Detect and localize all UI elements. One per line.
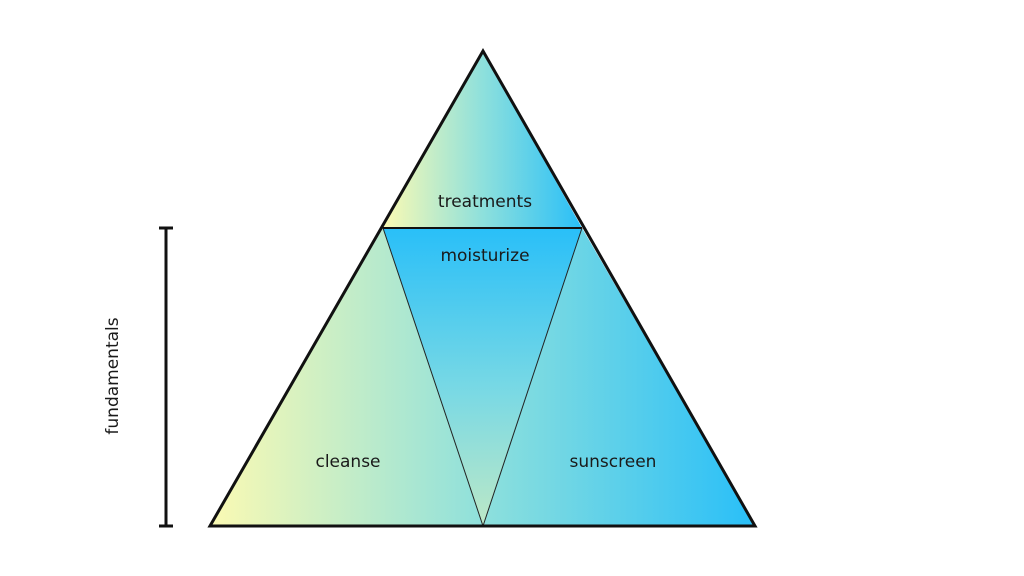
sunscreen-label: sunscreen bbox=[570, 452, 657, 472]
divider-left-diagonal bbox=[382, 227, 484, 527]
divider-right-diagonal bbox=[482, 227, 583, 527]
cleanse-section bbox=[210, 228, 483, 526]
treatments-section bbox=[383, 51, 582, 228]
moisturize-label: moisturize bbox=[440, 246, 529, 266]
fundamentals-label: fundamentals bbox=[103, 317, 123, 434]
moisturize-section bbox=[383, 228, 582, 526]
pyramid-outline bbox=[207, 47, 758, 528]
cleanse-label: cleanse bbox=[315, 452, 380, 472]
treatments-label: treatments bbox=[438, 192, 532, 212]
sunscreen-section bbox=[483, 228, 755, 526]
fundamentals-bracket bbox=[159, 226, 173, 528]
